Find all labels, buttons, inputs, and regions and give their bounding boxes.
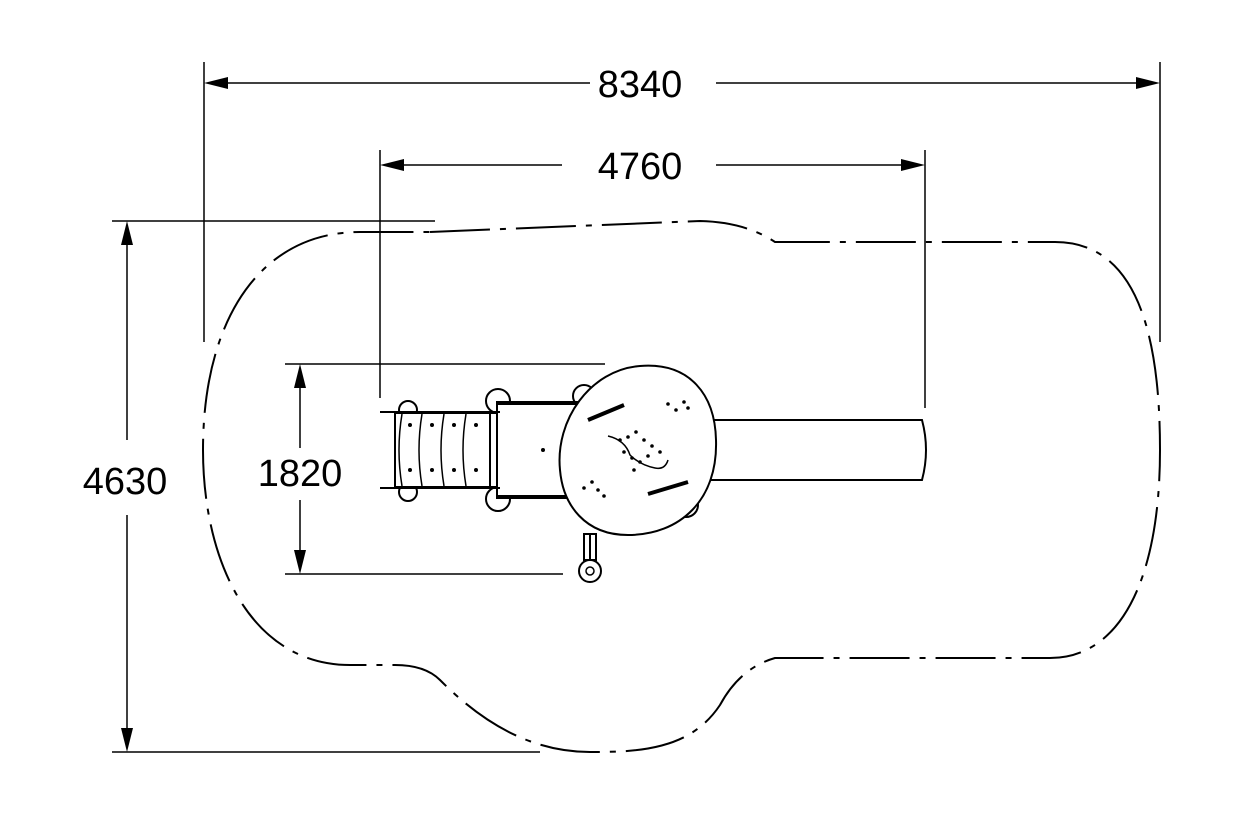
leaf-dot xyxy=(626,435,630,439)
bridge-bolt xyxy=(541,448,545,452)
ladder-bolt xyxy=(408,423,412,427)
arrow-head-top xyxy=(121,221,133,245)
leaf-dot xyxy=(596,488,600,492)
leaf-dot xyxy=(638,460,642,464)
ladder-bolt xyxy=(452,468,456,472)
ladder-step xyxy=(462,413,467,487)
ladder-bolt xyxy=(452,423,456,427)
ladder-bolt xyxy=(408,468,412,472)
leaf-dot xyxy=(646,454,650,458)
ladder-bolt xyxy=(474,423,478,427)
dimension-equipment-width: 1820 xyxy=(258,363,605,575)
hanger-ring-inner xyxy=(585,566,595,576)
slide-chute xyxy=(689,419,927,481)
play-equipment xyxy=(380,364,927,583)
leaf-dot xyxy=(618,438,622,442)
leaf-dot xyxy=(650,444,654,448)
ladder-bolt xyxy=(474,468,478,472)
ladder-step xyxy=(398,413,403,487)
dimension-overall-length: 8340 xyxy=(203,62,1161,342)
leaf-dot xyxy=(590,480,594,484)
overall-width-label: 4630 xyxy=(83,461,168,503)
leaf-dot xyxy=(632,468,636,472)
leaf-handle-top xyxy=(587,403,625,422)
ladder-step xyxy=(418,413,423,487)
leaf-dot xyxy=(630,456,634,460)
leaf-platform xyxy=(558,364,718,537)
arrow-head-right xyxy=(1136,77,1160,89)
equipment-width-label: 1820 xyxy=(258,453,343,495)
ladder-bolt xyxy=(430,468,434,472)
arrow-head-top xyxy=(294,364,306,388)
leaf-dot xyxy=(666,402,670,406)
hanger-ring xyxy=(578,559,602,583)
leaf-dot xyxy=(642,438,646,442)
ladder-step xyxy=(440,413,445,487)
dimension-equipment-length: 4760 xyxy=(379,146,926,408)
leaf-dot xyxy=(602,494,606,498)
arrow-head-bottom xyxy=(121,728,133,752)
leaf-handle-bottom xyxy=(647,480,689,496)
arrow-head-left xyxy=(204,77,228,89)
ladder-bolt xyxy=(430,423,434,427)
dimension-overall-width: 4630 xyxy=(83,220,540,753)
arrow-head-right xyxy=(901,159,925,171)
leaf-dot xyxy=(674,408,678,412)
leaf-dot xyxy=(682,400,686,404)
arrow-head-bottom xyxy=(294,550,306,574)
leaf-dot xyxy=(658,450,662,454)
arrow-head-left xyxy=(380,159,404,171)
leaf-dot xyxy=(582,486,586,490)
overall-length-label: 8340 xyxy=(598,64,683,106)
leaf-dot xyxy=(622,450,626,454)
safety-zone-boundary xyxy=(201,219,1162,754)
leaf-dot xyxy=(634,430,638,434)
equipment-length-label: 4760 xyxy=(598,146,683,188)
leaf-dot xyxy=(686,406,690,410)
